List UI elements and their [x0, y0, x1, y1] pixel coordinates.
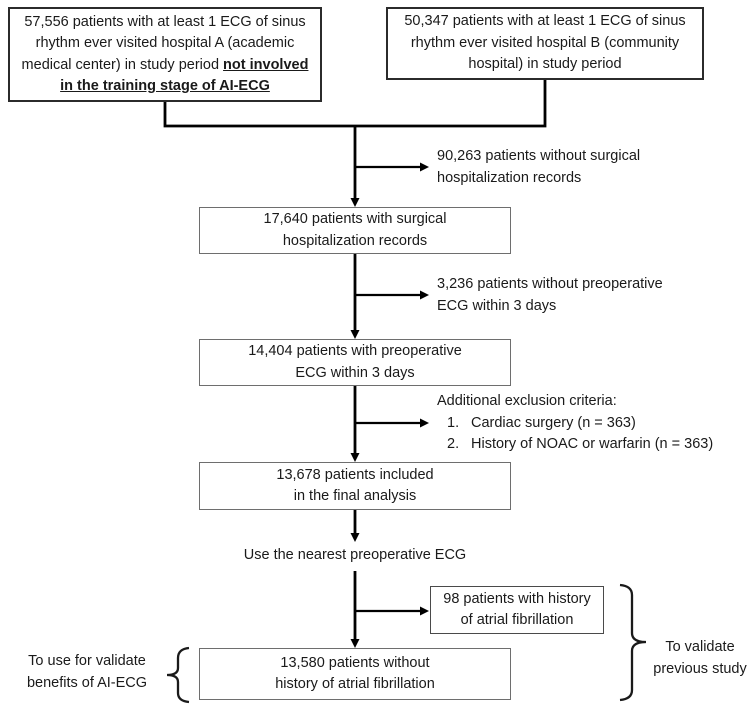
box-line-text: rhythm ever visited hospital A (academic	[35, 35, 295, 51]
label-line: To use for validate	[28, 653, 146, 669]
box-line: of atrial fibrillation	[460, 612, 574, 628]
exclusion-item-text: Cardiac surgery (n = 363)	[471, 414, 636, 431]
label-validate-benefits: To use for validate benefits of AI-ECG	[16, 651, 158, 694]
box-line-emphasis: not involved	[223, 56, 309, 73]
exclusion-no-preop-ecg: 3,236 patients without preoperative ECG …	[437, 274, 663, 317]
box-line: 13,580 patients without	[280, 654, 430, 671]
box-line: rhythm ever visited hospital A (academic	[36, 33, 295, 55]
box-preop-ecg: 14,404 patients with preoperative ECG wi…	[199, 339, 511, 386]
exclusion-line: 3,236 patients without preoperative	[437, 276, 663, 292]
exclusion-title: Additional exclusion criteria:	[437, 393, 617, 409]
box-line-text: medical center) in study period	[21, 56, 224, 73]
box-line: 13,678 patients included	[276, 466, 434, 483]
box-line: in the final analysis	[293, 488, 417, 504]
box-line: 17,640 patients with surgical	[263, 211, 447, 227]
box-line-text: 57,556 patients with at least 1 ECG of s…	[24, 13, 306, 30]
exclusion-item: 1. Cardiac surgery (n = 363)	[437, 413, 713, 435]
box-line: medical center) in study period not invo…	[22, 55, 309, 77]
note-nearest-preop-ecg: Use the nearest preoperative ECG	[243, 547, 467, 563]
box-line: ECG within 3 days	[295, 364, 415, 381]
box-hospital-b: 50,347 patients with at least 1 ECG of s…	[386, 7, 704, 80]
box-surgical-records: 17,640 patients with surgical hospitaliz…	[199, 207, 511, 254]
exclusion-item-number: 2.	[447, 436, 460, 452]
box-line: rhythm ever visited hospital B (communit…	[410, 34, 680, 51]
left-curly-brace	[166, 646, 190, 704]
exclusion-line: hospitalization records	[437, 169, 582, 186]
label-validate-previous-study: To validate previous study	[648, 637, 752, 680]
exclusion-additional-criteria: Additional exclusion criteria: 1. Cardia…	[437, 391, 713, 456]
box-line: 14,404 patients with preoperative	[248, 343, 462, 359]
box-line: hospitalization records	[282, 232, 428, 249]
box-line: hospital) in study period	[468, 56, 622, 73]
box-no-af-history: 13,580 patients without history of atria…	[199, 648, 511, 700]
exclusion-item-number: 1.	[447, 414, 460, 431]
box-af-history: 98 patients with history of atrial fibri…	[430, 586, 604, 634]
box-final-analysis: 13,678 patients included in the final an…	[199, 462, 511, 510]
label-line: benefits of AI-ECG	[26, 674, 148, 691]
exclusion-no-surgical: 90,263 patients without surgical hospita…	[437, 146, 640, 189]
box-line: history of atrial fibrillation	[275, 676, 435, 692]
label-line: previous study	[653, 660, 747, 677]
box-line: 98 patients with history	[443, 590, 591, 607]
box-line-emphasis: in the training stage of AI-ECG	[60, 78, 270, 94]
box-line: 57,556 patients with at least 1 ECG of s…	[24, 12, 305, 34]
right-bracket	[619, 583, 647, 702]
box-line: in the training stage of AI-ECG	[60, 76, 270, 98]
exclusion-line: ECG within 3 days	[437, 297, 557, 314]
exclusion-item: 2. History of NOAC or warfarin (n = 363)	[437, 434, 713, 456]
exclusion-item-text: History of NOAC or warfarin (n = 363)	[471, 436, 714, 452]
box-hospital-a: 57,556 patients with at least 1 ECG of s…	[8, 7, 322, 102]
label-line: To validate	[665, 639, 735, 655]
box-line: 50,347 patients with at least 1 ECG of s…	[404, 13, 686, 30]
exclusion-line: 90,263 patients without surgical	[437, 148, 641, 164]
